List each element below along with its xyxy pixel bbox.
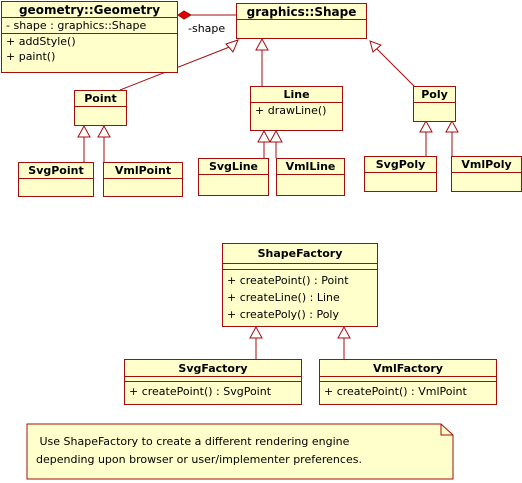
class-svgfactory-name: SvgFactory [178, 362, 248, 375]
class-geometry-attributes: - shape : graphics::Shape [2, 17, 177, 33]
class-poly-name: Poly [421, 88, 448, 101]
generalization-arrowhead [257, 129, 271, 143]
association-role-label: -shape [188, 22, 226, 35]
class-shape-name: graphics::Shape [246, 5, 357, 19]
operation: + createLine() : Line [227, 291, 340, 304]
class-vmlpoly-name: VmlPoly [461, 158, 512, 171]
class-svgpoly-name: SvgPoly [375, 158, 426, 171]
class-geometry[interactable]: geometry::Geometry - shape : graphics::S… [1, 1, 178, 73]
class-vmlpoint-body [104, 178, 182, 194]
class-svgpoly-body [365, 172, 436, 189]
note-shape [26, 423, 454, 480]
generalization-arrowhead [369, 40, 382, 53]
class-shapefactory-operations: + createPoint() : Point + createLine() :… [223, 269, 377, 323]
operation: + createPoly() : Poly [227, 308, 339, 321]
class-vmlpoly-body [452, 172, 521, 189]
operation: + createPoint() : VmlPoint [324, 385, 467, 398]
class-svgpoly[interactable]: SvgPoly [364, 156, 437, 192]
class-vmlline-name: VmlLine [285, 160, 336, 173]
class-poly[interactable]: Poly [413, 86, 456, 122]
generalization-arrowhead [97, 124, 111, 138]
class-svgfactory[interactable]: SvgFactory + createPoint() : SvgPoint [124, 359, 302, 405]
class-shapefactory[interactable]: ShapeFactory + createPoint() : Point + c… [222, 243, 378, 327]
generalization-arrowhead [269, 129, 283, 143]
class-svgline-body [199, 174, 268, 193]
class-vmlpoly[interactable]: VmlPoly [451, 156, 522, 192]
class-vmlfactory-name: VmlFactory [373, 362, 443, 375]
operation: + createPoint() : SvgPoint [129, 385, 272, 398]
class-vmlfactory-attributes [320, 376, 496, 381]
generalization-arrowhead [249, 325, 263, 339]
class-svgpoint-name: SvgPoint [28, 164, 84, 177]
class-vmlfactory[interactable]: VmlFactory + createPoint() : VmlPoint [319, 359, 497, 405]
class-poly-body [414, 102, 455, 119]
class-point-name: Point [84, 92, 117, 105]
class-line[interactable]: Line + drawLine() [250, 86, 343, 131]
class-vmlline[interactable]: VmlLine [276, 158, 345, 196]
class-vmlfactory-operations: + createPoint() : VmlPoint [320, 381, 496, 399]
class-svgline-name: SvgLine [208, 160, 259, 173]
generalization-arrowhead [337, 325, 351, 339]
generalization-arrowhead [225, 39, 239, 53]
class-line-name: Line [283, 88, 310, 101]
class-svgpoint[interactable]: SvgPoint [18, 162, 94, 197]
class-point[interactable]: Point [74, 90, 127, 126]
generalization-arrowhead [419, 119, 433, 133]
note: Use ShapeFactory to create a different r… [36, 433, 436, 469]
note-fold [440, 424, 453, 436]
note-line: Use ShapeFactory to create a different r… [36, 435, 350, 448]
class-vmlline-body [277, 174, 344, 193]
operation: + createPoint() : Point [227, 274, 349, 287]
class-shape-body [237, 19, 366, 36]
class-svgline[interactable]: SvgLine [198, 158, 269, 196]
class-point-body [75, 106, 126, 123]
generalization-arrowhead [77, 124, 91, 138]
class-svgpoint-body [19, 178, 93, 194]
class-vmlpoint-name: VmlPoint [114, 164, 172, 177]
class-vmlpoint[interactable]: VmlPoint [103, 162, 183, 197]
class-geometry-name: geometry::Geometry [18, 3, 161, 17]
class-shapefactory-name: ShapeFactory [257, 247, 343, 260]
operation: + drawLine() [255, 104, 327, 117]
generalization-arrowhead [255, 37, 269, 51]
class-svgfactory-attributes [125, 376, 301, 381]
composition-diamond [177, 10, 193, 20]
generalization-arrowhead [445, 119, 459, 133]
generalization-poly-shape [375, 47, 415, 87]
operation: + paint() [6, 50, 56, 63]
class-shape[interactable]: graphics::Shape [236, 3, 367, 39]
class-shapefactory-attributes [223, 263, 377, 269]
attribute: - shape : graphics::Shape [6, 19, 147, 32]
class-geometry-operations: + addStyle() + paint() [2, 33, 177, 64]
operation: + addStyle() [6, 35, 76, 48]
class-line-operations: + drawLine() [251, 102, 342, 118]
note-line: depending upon browser or user/implement… [36, 453, 362, 466]
class-svgfactory-operations: + createPoint() : SvgPoint [125, 381, 301, 399]
